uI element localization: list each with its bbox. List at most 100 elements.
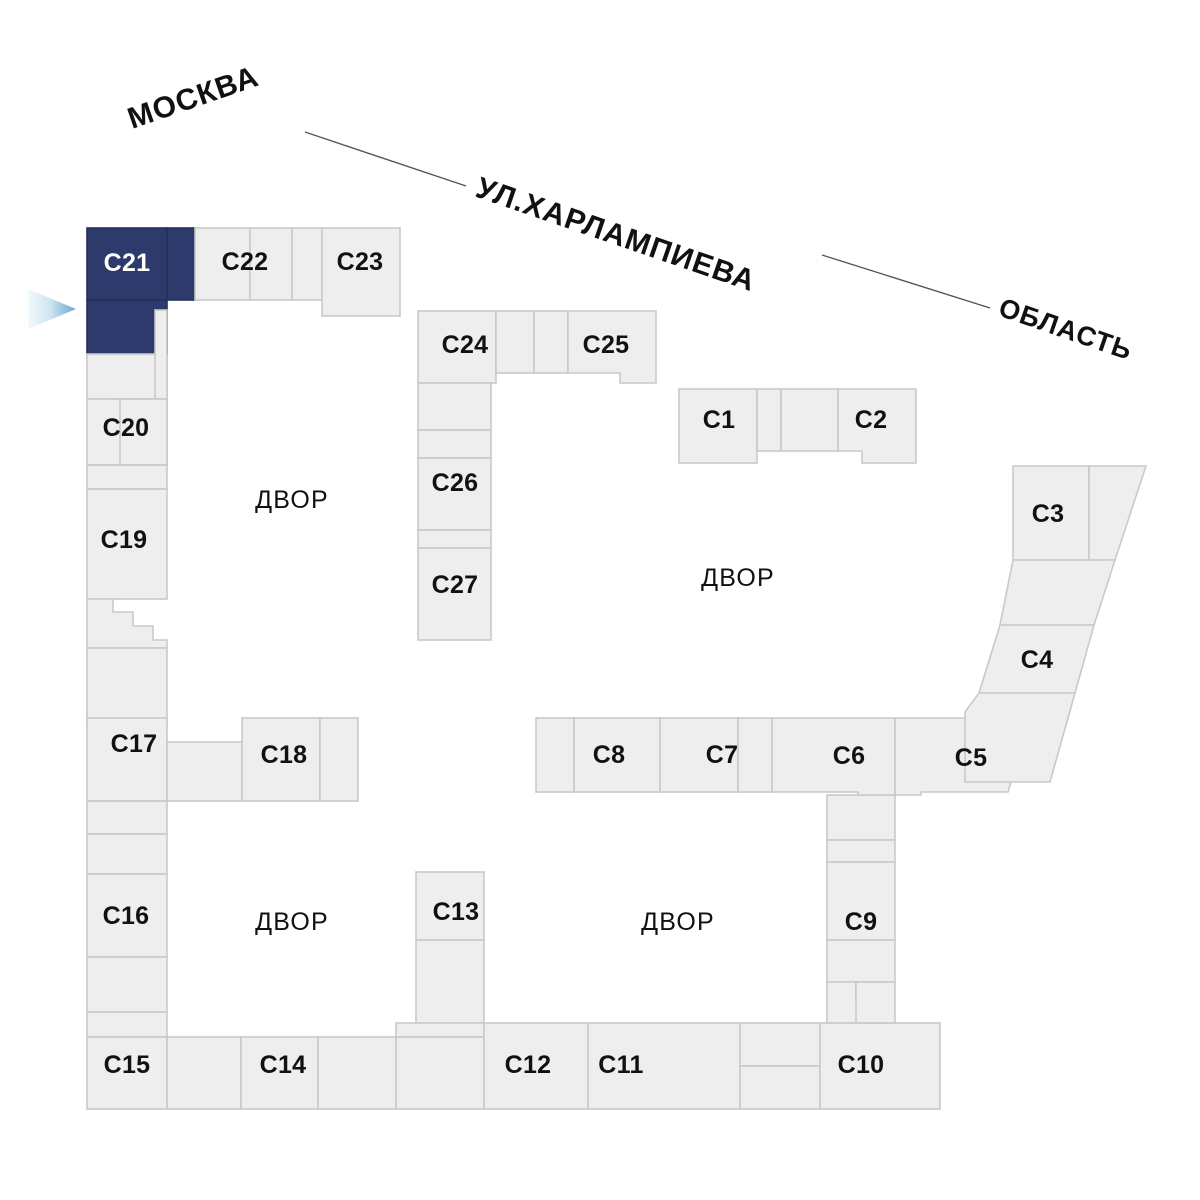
block-label-c9[interactable]: C9: [845, 908, 878, 936]
courtyard-labels: ДВОР ДВОР ДВОР ДВОР: [255, 486, 775, 936]
block-group-left-wing[interactable]: [86, 309, 168, 1038]
block-shape-above-c20[interactable]: [86, 353, 168, 400]
block-shape-c1-c[interactable]: [780, 388, 839, 452]
block-shape-c20-riser[interactable]: [154, 309, 168, 401]
courtyard-label: ДВОР: [255, 908, 329, 936]
block-shape-below-c16-b[interactable]: [86, 1011, 168, 1038]
block-shape-c1-b[interactable]: [756, 388, 782, 452]
block-shape-c21-main[interactable]: [86, 227, 168, 301]
block-shape-c11[interactable]: [587, 1022, 741, 1110]
block-shape-c26-foot[interactable]: [417, 529, 492, 549]
block-shape-c15-b[interactable]: [166, 1036, 242, 1110]
block-shape-c26-top[interactable]: [417, 382, 492, 431]
block-label-c6[interactable]: C6: [833, 742, 866, 770]
block-shape-c13-base[interactable]: [395, 1036, 485, 1110]
block-label-c18[interactable]: C18: [261, 741, 308, 769]
block-shape-c20-foot[interactable]: [86, 464, 168, 490]
block-label-c4[interactable]: C4: [1021, 646, 1054, 674]
block-shape-c13-main[interactable]: [415, 871, 485, 941]
block-shape-c13-foot[interactable]: [395, 1022, 485, 1038]
block-shape-below-c16-a[interactable]: [86, 956, 168, 1013]
block-shape-c12[interactable]: [483, 1022, 589, 1110]
block-shape-c9-main[interactable]: [826, 861, 896, 941]
block-shape-c2-main[interactable]: [837, 388, 917, 464]
block-shape-c24-b[interactable]: [495, 310, 535, 374]
block-label-c13[interactable]: C13: [433, 898, 480, 926]
block-shape-c8-main[interactable]: [573, 717, 661, 793]
block-shape-above-c17[interactable]: [86, 647, 168, 725]
block-label-c15[interactable]: C15: [104, 1051, 151, 1079]
block-label-c10[interactable]: C10: [838, 1051, 885, 1079]
block-shape-c17-main[interactable]: [86, 717, 168, 802]
block-group-c9-stack[interactable]: [826, 794, 896, 1024]
block-shape-c23[interactable]: [321, 227, 401, 317]
block-label-c12[interactable]: C12: [505, 1051, 552, 1079]
courtyard-label: ДВОР: [641, 908, 715, 936]
direction-label-oblast: ОБЛАСТЬ: [995, 292, 1136, 366]
block-shape-c8-end[interactable]: [535, 717, 575, 793]
block-label-c2[interactable]: C2: [855, 406, 888, 434]
block-group-bottom-row[interactable]: [86, 871, 941, 1110]
block-label-c20[interactable]: C20: [103, 414, 150, 442]
block-label-c1[interactable]: C1: [703, 406, 736, 434]
block-shape-c7-b[interactable]: [737, 717, 773, 793]
block-label-c16[interactable]: C16: [103, 902, 150, 930]
block-label-c17[interactable]: C17: [111, 730, 158, 758]
block-shape-c11-c[interactable]: [739, 1065, 821, 1110]
block-shape-c21-lower[interactable]: [86, 299, 168, 355]
block-shape-c9-a[interactable]: [826, 839, 896, 863]
block-shape-c3-b[interactable]: [1088, 465, 1148, 561]
block-label-c3[interactable]: C3: [1032, 500, 1065, 528]
block-shape-c22-c[interactable]: [291, 227, 323, 301]
block-shape-c14[interactable]: [240, 1036, 319, 1110]
block-group-top-left[interactable]: [86, 227, 401, 355]
block-label-c24[interactable]: C24: [442, 331, 489, 359]
block-shape-c18-main[interactable]: [241, 717, 321, 802]
block-group-c1-c2[interactable]: [678, 388, 917, 464]
block-label-c14[interactable]: C14: [260, 1051, 307, 1079]
block-label-c5[interactable]: C5: [955, 744, 988, 772]
block-shape-below-c17-b[interactable]: [86, 833, 168, 875]
block-shape-c9-foot-b[interactable]: [855, 981, 896, 1024]
block-shape-c11-b[interactable]: [739, 1022, 821, 1067]
block-shape-c24-main[interactable]: [417, 310, 497, 384]
block-group-middle-l-wing[interactable]: [417, 310, 657, 641]
block-shape-c14-b[interactable]: [317, 1036, 397, 1110]
block-shape-c25-a[interactable]: [533, 310, 569, 374]
block-shape-c26-a[interactable]: [417, 429, 492, 459]
block-label-c11[interactable]: C11: [598, 1051, 643, 1079]
block-group-c18-spur[interactable]: [166, 717, 359, 802]
block-shape-c25-main[interactable]: [567, 310, 657, 384]
street-leader-left: [304, 131, 467, 187]
block-shape-c18-end[interactable]: [319, 717, 359, 802]
block-shape-c20-inner[interactable]: [119, 398, 168, 466]
block-shape-c19-main[interactable]: [86, 488, 168, 600]
block-shape-c9-top[interactable]: [826, 794, 896, 841]
block-label-c23[interactable]: C23: [337, 248, 384, 276]
block-label-c27[interactable]: C27: [432, 571, 479, 599]
block-shape-c17-spur[interactable]: [166, 741, 243, 802]
block-code-labels: C21 C22 C23 C20 C19 C17 C18 C16 C15 C14 …: [101, 248, 1065, 1079]
selection-pointer-arrow: [28, 289, 76, 329]
courtyard-label: ДВОР: [701, 564, 775, 592]
block-shape-c9-b[interactable]: [826, 939, 896, 983]
block-label-c8[interactable]: C8: [593, 741, 626, 769]
block-shape-c4-foot[interactable]: [964, 692, 1077, 783]
block-shape-below-c17-a[interactable]: [86, 800, 168, 835]
block-group-angled-right[interactable]: [964, 465, 1148, 783]
block-label-c22[interactable]: C22: [222, 248, 269, 276]
block-shape-c10[interactable]: [819, 1022, 941, 1110]
block-label-c19[interactable]: C19: [101, 526, 148, 554]
block-shape-c27-main[interactable]: [417, 547, 492, 641]
block-label-c21[interactable]: C21: [104, 249, 151, 277]
block-shape-c26-main[interactable]: [417, 457, 492, 531]
block-label-c7[interactable]: C7: [706, 741, 739, 769]
block-label-c25[interactable]: C25: [583, 331, 630, 359]
block-shape-c13-b[interactable]: [415, 939, 485, 1024]
block-shape-c3-foot[interactable]: [999, 559, 1117, 626]
block-shape-c1-main[interactable]: [678, 388, 758, 464]
block-shape-c19-stair[interactable]: [86, 598, 168, 649]
block-label-c26[interactable]: C26: [432, 469, 479, 497]
block-shape-c21-strip[interactable]: [166, 227, 196, 301]
